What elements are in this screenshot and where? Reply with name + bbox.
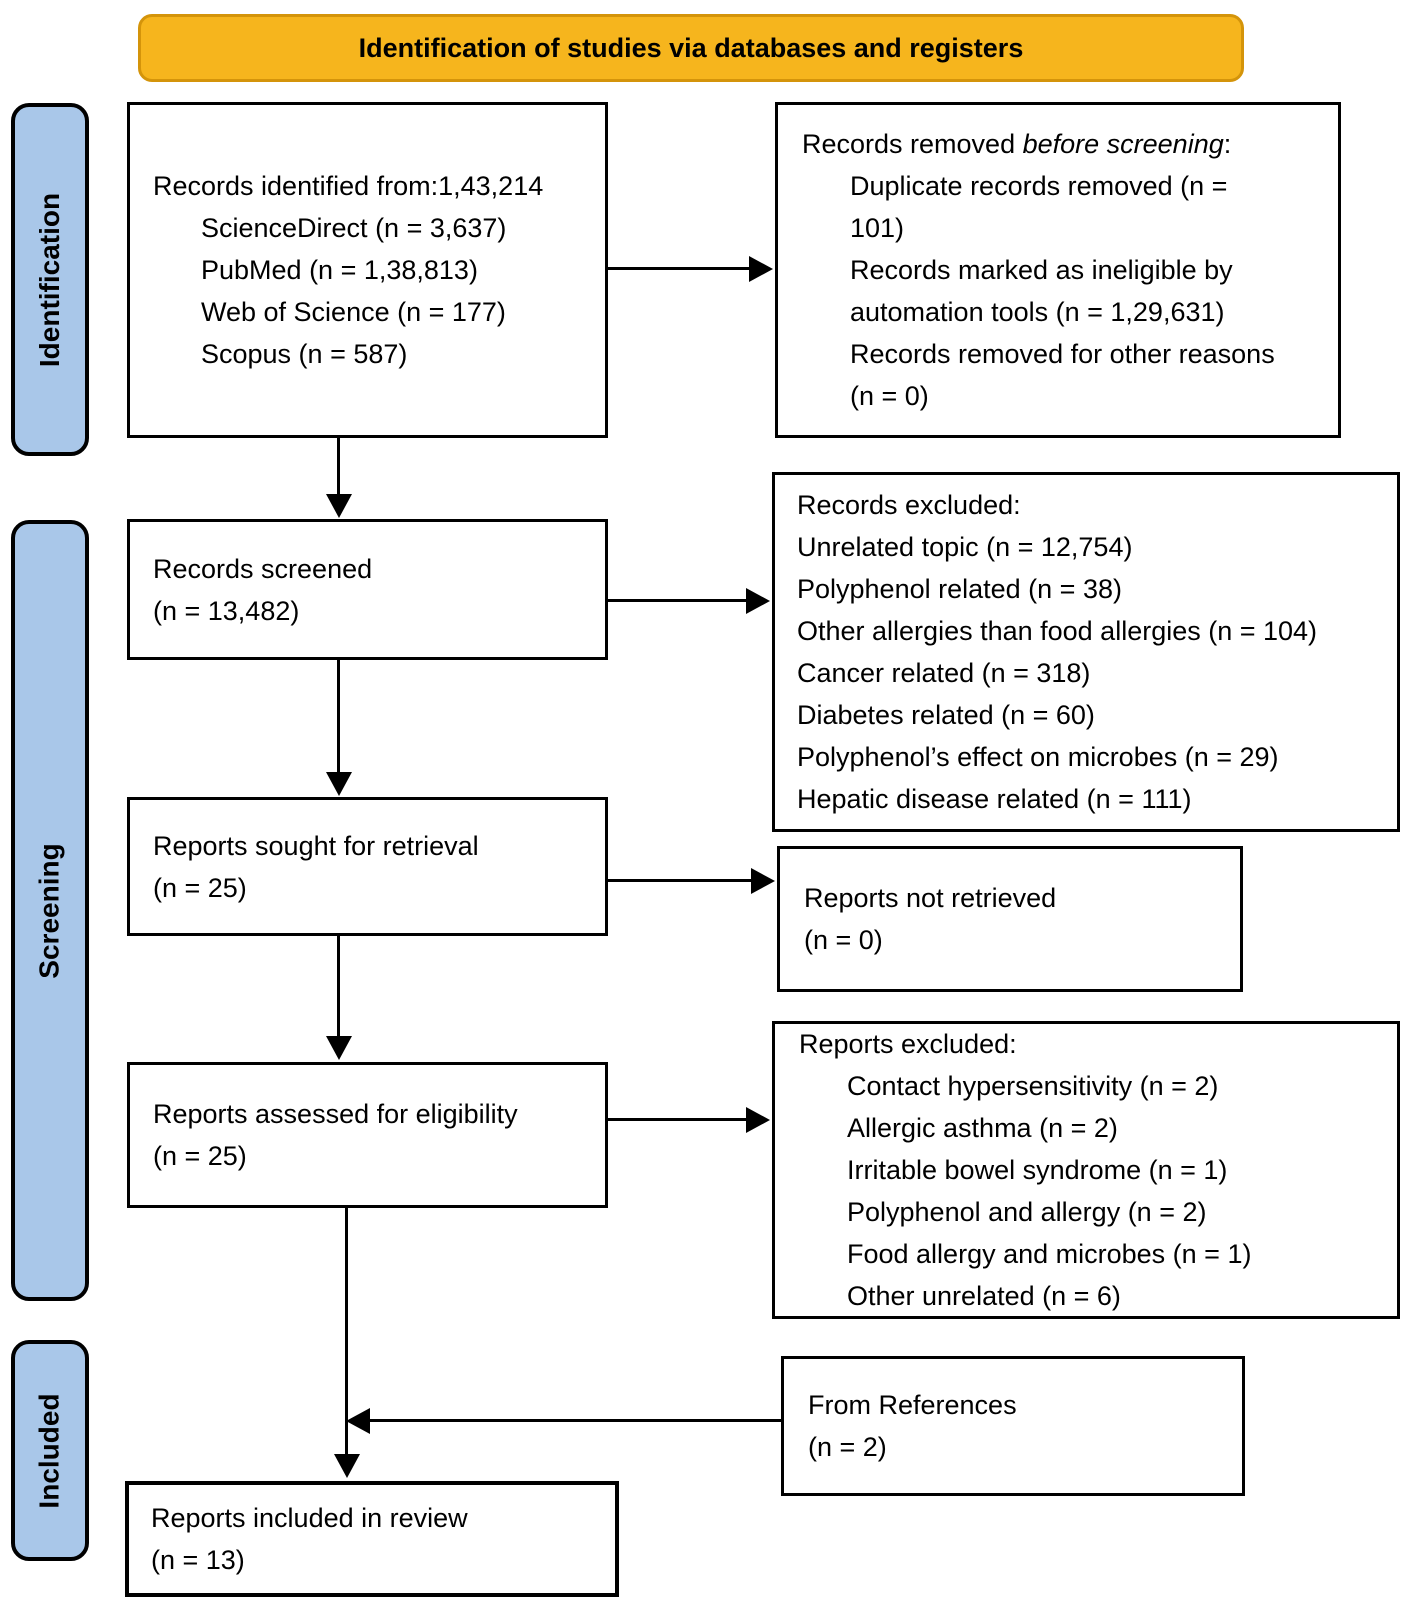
arrow-line xyxy=(345,1208,348,1458)
arrow-head-left-icon xyxy=(346,1408,370,1434)
records-identified-item: PubMed (n = 1,38,813) xyxy=(201,255,478,285)
records-screened-line2: (n = 13,482) xyxy=(153,595,300,626)
stage-screening: Screening xyxy=(11,520,89,1301)
stage-screening-label: Screening xyxy=(34,842,66,979)
records-identified-item: Web of Science (n = 177) xyxy=(201,297,506,327)
records-excluded-item: Other allergies than food allergies (n =… xyxy=(797,616,1318,646)
arrow-line xyxy=(607,267,753,270)
records-removed-title-suffix: : xyxy=(1223,129,1232,159)
box-reports-included: Reports included in review (n = 13) xyxy=(125,1481,619,1597)
reports-excluded-item: Food allergy and microbes (n = 1) xyxy=(847,1239,1252,1269)
arrow-head-down-icon xyxy=(326,494,352,518)
diagram-title-banner: Identification of studies via databases … xyxy=(138,14,1244,82)
box-reports-excluded: Reports excluded: Contact hypersensitivi… xyxy=(772,1021,1400,1319)
reports-excluded-title: Reports excluded: xyxy=(799,1029,1017,1059)
records-removed-item: Records removed for other reasons (n = 0… xyxy=(850,339,1275,411)
box-reports-sought: Reports sought for retrieval (n = 25) xyxy=(127,797,608,936)
box-reports-assessed: Reports assessed for eligibility (n = 25… xyxy=(127,1062,608,1208)
arrow-line xyxy=(607,599,750,602)
records-identified-title: Records identified from:1,43,214 xyxy=(153,171,544,201)
reports-not-retrieved-line1: Reports not retrieved xyxy=(804,883,1057,913)
records-removed-title-prefix: Records removed xyxy=(802,129,1023,159)
reports-excluded-item: Allergic asthma (n = 2) xyxy=(847,1113,1118,1143)
records-excluded-item: Unrelated topic (n = 12,754) xyxy=(797,532,1133,562)
box-records-excluded: Records excluded: Unrelated topic (n = 1… xyxy=(772,472,1400,832)
box-from-references: From References (n = 2) xyxy=(781,1356,1245,1496)
records-excluded-title: Records excluded: xyxy=(797,490,1021,520)
records-excluded-item: Polyphenol related (n = 38) xyxy=(797,574,1122,604)
stage-included: Included xyxy=(11,1340,89,1561)
records-excluded-item: Cancer related (n = 318) xyxy=(797,658,1091,688)
reports-included-line2: (n = 13) xyxy=(151,1545,245,1575)
records-screened-line1: Records screened xyxy=(153,553,373,584)
arrow-head-right-icon xyxy=(746,588,770,614)
arrow-head-right-icon xyxy=(746,1107,770,1133)
records-removed-title-emphasis: before screening xyxy=(1022,129,1224,159)
arrow-line xyxy=(368,1419,781,1422)
from-references-line1: From References xyxy=(808,1390,1017,1420)
records-removed-item: Records marked as ineligible by automati… xyxy=(850,255,1233,327)
reports-not-retrieved-line2: (n = 0) xyxy=(804,925,883,955)
reports-assessed-line1: Reports assessed for eligibility xyxy=(153,1099,518,1129)
records-excluded-item: Diabetes related (n = 60) xyxy=(797,700,1095,730)
arrow-head-down-icon xyxy=(326,1036,352,1060)
records-excluded-item: Hepatic disease related (n = 111) xyxy=(797,784,1192,814)
arrow-line xyxy=(607,1118,750,1121)
reports-sought-line2: (n = 25) xyxy=(153,872,247,903)
records-excluded-item: Polyphenol’s effect on microbes (n = 29) xyxy=(797,742,1279,772)
diagram-title: Identification of studies via databases … xyxy=(358,32,1024,63)
box-records-screened: Records screened (n = 13,482) xyxy=(127,519,608,660)
box-records-removed: Records removed before screening: Duplic… xyxy=(775,102,1341,438)
arrow-line xyxy=(337,660,340,776)
reports-excluded-item: Polyphenol and allergy (n = 2) xyxy=(847,1197,1207,1227)
reports-excluded-item: Other unrelated (n = 6) xyxy=(847,1281,1121,1311)
arrow-head-right-icon xyxy=(751,868,775,894)
arrow-line xyxy=(337,936,340,1042)
reports-excluded-item: Irritable bowel syndrome (n = 1) xyxy=(847,1155,1228,1185)
stage-identification: Identification xyxy=(11,103,89,456)
records-removed-title: Records removed before screening: xyxy=(802,123,1330,165)
records-removed-item: Duplicate records removed (n = 101) xyxy=(850,171,1228,243)
arrow-head-down-icon xyxy=(326,772,352,796)
reports-excluded-item: Contact hypersensitivity (n = 2) xyxy=(847,1071,1219,1101)
stage-identification-label: Identification xyxy=(34,192,66,367)
reports-sought-line1: Reports sought for retrieval xyxy=(153,830,479,861)
box-reports-not-retrieved: Reports not retrieved (n = 0) xyxy=(777,846,1243,992)
arrow-line xyxy=(337,438,340,498)
box-records-identified: Records identified from:1,43,214 Science… xyxy=(127,102,608,438)
arrow-head-right-icon xyxy=(749,256,773,282)
from-references-line2: (n = 2) xyxy=(808,1432,887,1462)
arrow-head-down-icon xyxy=(334,1454,360,1478)
reports-assessed-line2: (n = 25) xyxy=(153,1141,247,1171)
arrow-line xyxy=(607,879,755,882)
records-identified-item: Scopus (n = 587) xyxy=(201,339,408,369)
records-identified-item: ScienceDirect (n = 3,637) xyxy=(201,213,507,243)
stage-included-label: Included xyxy=(34,1392,65,1509)
reports-included-line1: Reports included in review xyxy=(151,1503,468,1533)
